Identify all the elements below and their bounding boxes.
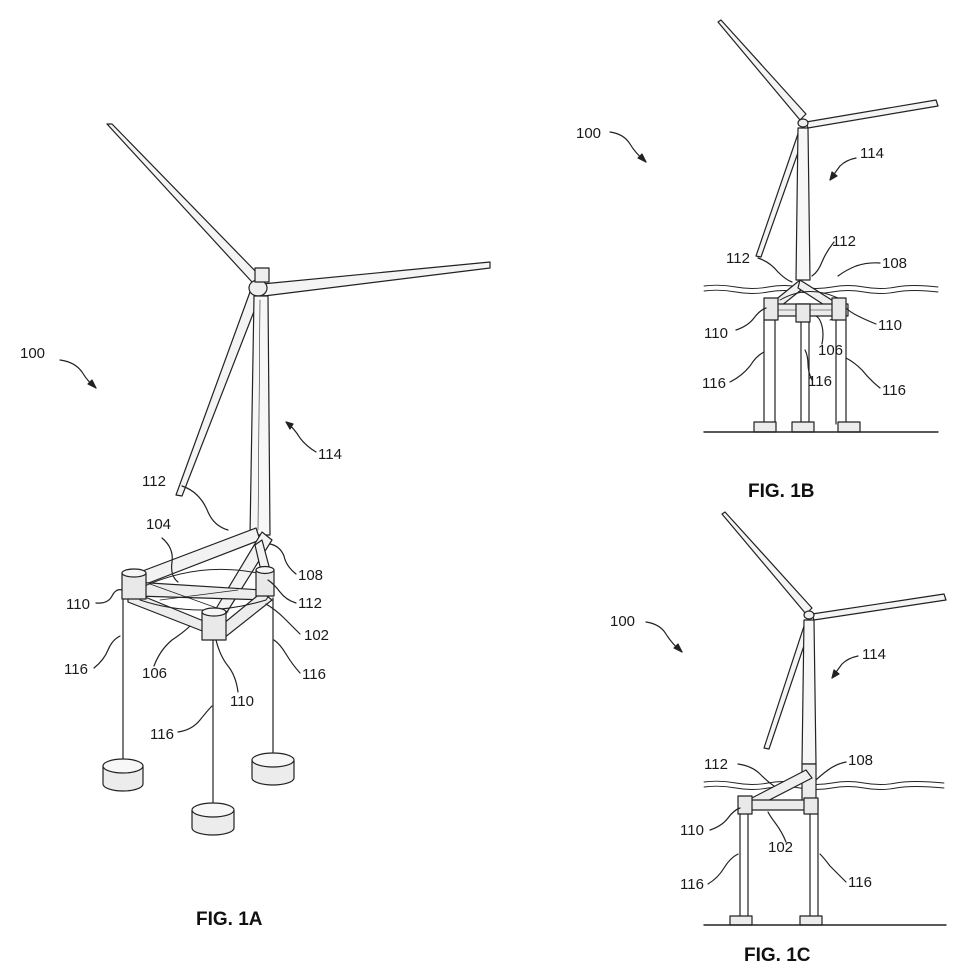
nacelle [255, 268, 269, 282]
ref-label: 110 [230, 694, 254, 709]
ref-label: 116 [702, 376, 726, 391]
leader-116b [820, 854, 846, 882]
ref-label: 112 [704, 757, 728, 772]
ref-label: 110 [680, 823, 704, 838]
column-right [256, 567, 274, 597]
ref-label: 112 [726, 251, 750, 266]
waterline-1 [704, 781, 944, 784]
ref-label: 116 [808, 374, 832, 389]
figure-caption: FIG. 1B [748, 482, 815, 501]
ref-label: 104 [146, 517, 171, 532]
leader-116a [94, 636, 120, 668]
ref-label: 116 [64, 662, 88, 677]
ref-label: 116 [882, 383, 906, 398]
column-left [764, 298, 778, 320]
ref-label: 114 [860, 146, 884, 161]
leader-116a [730, 352, 764, 382]
ref-label: 110 [66, 597, 90, 612]
ref-label: 100 [610, 614, 635, 629]
leader-102 [768, 812, 786, 842]
blade-upper [722, 512, 812, 614]
ref-label: 100 [20, 346, 45, 361]
column-left [122, 569, 146, 599]
ref-label: 102 [304, 628, 329, 643]
ref-label: 110 [704, 326, 728, 341]
blade-upper [718, 20, 806, 120]
column-right [804, 798, 818, 814]
fig-1c-drawing [646, 512, 946, 925]
anchor-center [792, 422, 814, 432]
ref-label: 116 [150, 727, 174, 742]
leader-106 [816, 316, 823, 344]
ref-label: 114 [318, 447, 342, 462]
fig-1b-drawing [610, 20, 938, 432]
anchor-left [754, 422, 776, 432]
leader-108 [816, 762, 846, 780]
ref-label: 100 [576, 126, 601, 141]
anchor-right [800, 916, 822, 925]
leader-116c [846, 358, 880, 388]
ref-label: 108 [298, 568, 323, 583]
pontoon-left-right [134, 582, 266, 600]
ref-label: 102 [768, 840, 793, 855]
blade-lower [176, 292, 260, 496]
figure-caption: FIG. 1C [744, 946, 811, 965]
leader-108 [838, 263, 880, 276]
waterline-2 [704, 786, 944, 789]
leader-116c [178, 706, 212, 732]
column-front [202, 608, 226, 640]
leader-110a [736, 308, 766, 330]
leader-116a [708, 854, 738, 884]
anchor-right [838, 422, 860, 432]
ref-label: 112 [298, 596, 322, 611]
blade-right [806, 100, 938, 128]
ref-label: 116 [680, 877, 704, 892]
tower [796, 128, 810, 280]
ref-label: 112 [142, 474, 166, 489]
ref-label: 114 [862, 647, 886, 662]
tower [802, 620, 816, 764]
leader-112b [812, 242, 834, 276]
leader-110 [710, 808, 740, 830]
leader-116b [274, 640, 300, 673]
anchor-left [103, 759, 143, 791]
ref-label: 116 [848, 875, 872, 890]
ref-label: 110 [878, 318, 902, 333]
column-right [832, 298, 846, 320]
ref-label: 108 [882, 256, 907, 271]
leader-112 [738, 764, 774, 786]
ref-label: 116 [302, 667, 326, 682]
leader-110b [216, 640, 238, 692]
leader-110a [96, 590, 122, 604]
leader-102 [266, 604, 300, 634]
blade-right [812, 594, 946, 620]
anchor-right [252, 753, 294, 785]
leader-106 [154, 626, 190, 666]
leader-112a [182, 486, 228, 530]
leader-112a [758, 258, 792, 282]
blade-upper [107, 124, 262, 282]
leader-110b [846, 308, 876, 324]
figure-caption: FIG. 1A [196, 910, 263, 929]
column-center [796, 304, 810, 322]
ref-label: 112 [832, 234, 856, 249]
ref-label: 106 [142, 666, 167, 681]
anchor-left [730, 916, 752, 925]
ref-label: 106 [818, 343, 843, 358]
blade-right [262, 262, 490, 296]
waterline-1 [704, 285, 938, 288]
fig-1a-drawing [60, 124, 490, 835]
column-left [738, 796, 752, 814]
anchor-front [192, 803, 234, 835]
ref-label: 108 [848, 753, 873, 768]
